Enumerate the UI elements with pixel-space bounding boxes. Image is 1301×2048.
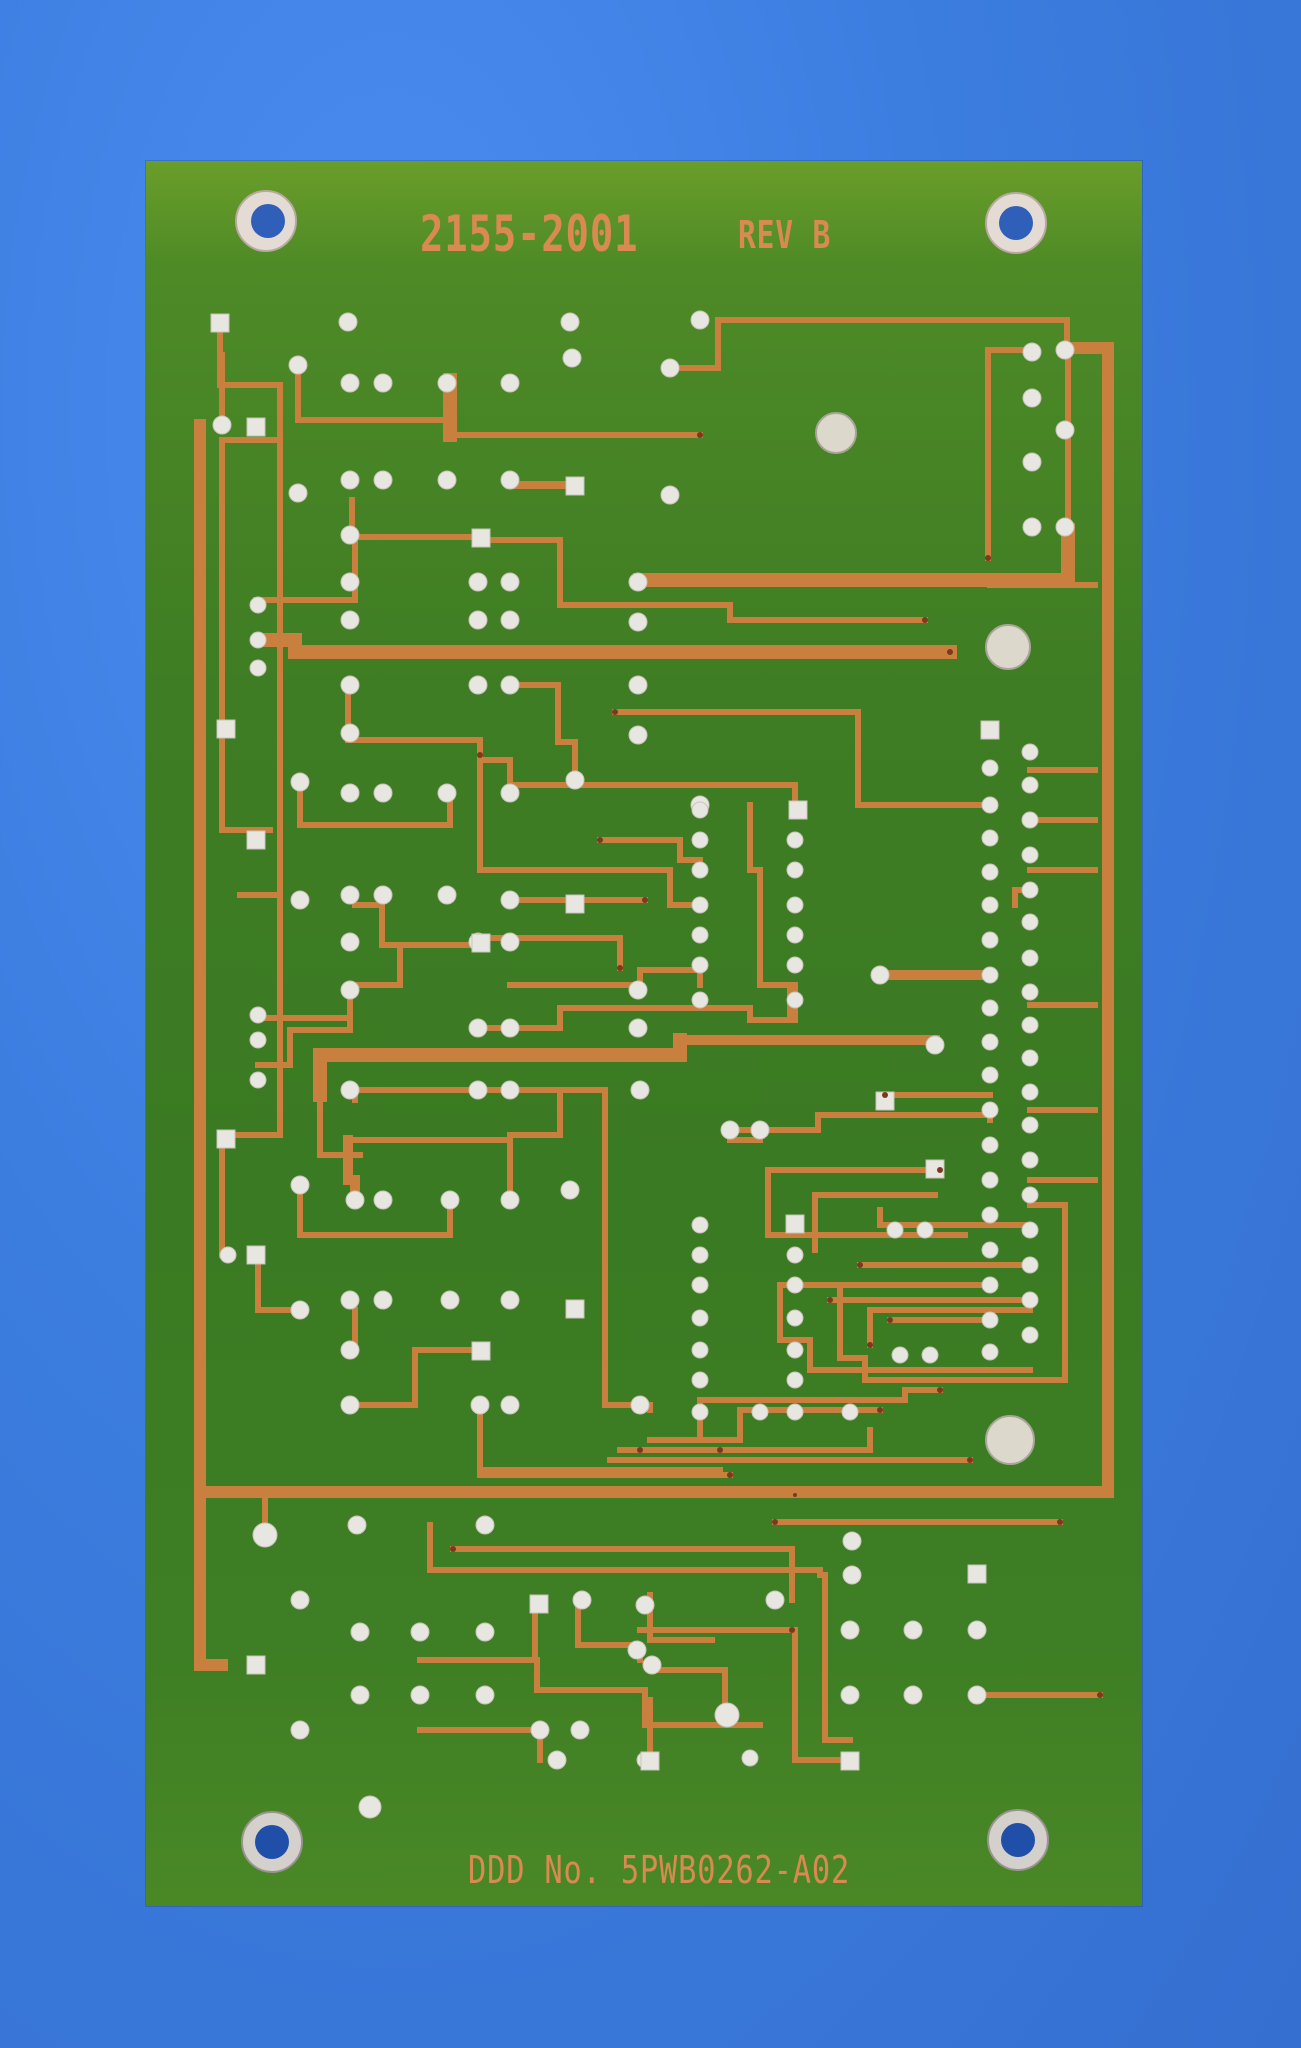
revision-label: REV B	[738, 213, 832, 257]
part-number-label: 2155-2001	[420, 205, 639, 263]
mounting-hole-top-left	[235, 190, 297, 252]
standoff-screws	[815, 412, 1035, 1465]
vias	[450, 432, 1103, 1698]
mounting-hole-bottom-right	[987, 1809, 1049, 1871]
solder-pads	[210, 310, 1103, 1819]
mounting-hole-bottom-left	[241, 1811, 303, 1873]
mounting-holes	[235, 190, 1049, 1873]
copper-traces	[194, 317, 1114, 1763]
document-number-label: DDD No. 5PWB0262-A02	[468, 1848, 851, 1892]
mounting-hole-top-right	[985, 192, 1047, 254]
